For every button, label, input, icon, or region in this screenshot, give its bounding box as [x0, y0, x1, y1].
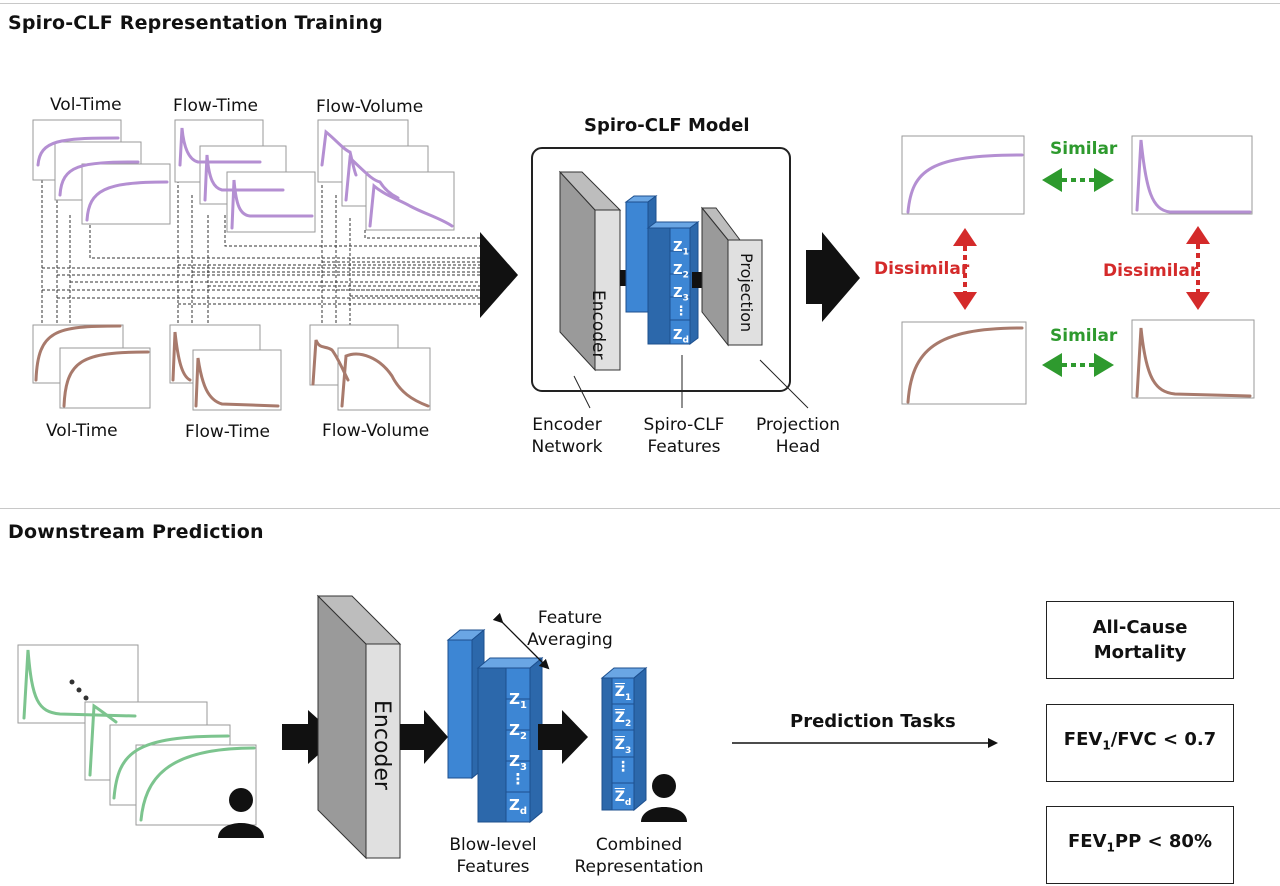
blow-cell-z3: Z3 [509, 752, 527, 773]
brown-curves [34, 324, 430, 408]
downstream-green-curves [22, 649, 256, 822]
top-label-vol-time: Vol-Time [50, 95, 122, 115]
combined-cell-z1: Z1 [614, 684, 632, 703]
blow-level-feature-stack-front [476, 656, 544, 824]
model-encoder-label: Encoder [588, 290, 608, 360]
combined-feature-stack [600, 666, 648, 812]
blow-cell-z2: Z2 [509, 721, 527, 742]
ellipsis-dots [69, 679, 89, 701]
model-encoder-block [558, 170, 622, 372]
encoder-callout-line [573, 375, 591, 409]
similar-label-bottom: Similar [1050, 326, 1118, 346]
downstream-encoder-block [316, 594, 402, 860]
blow-cell-dots: ⋮ [510, 770, 526, 788]
purple-curves [36, 127, 454, 230]
top-label-flow-time: Flow-Time [173, 96, 258, 116]
output-arrow [806, 232, 860, 322]
bottom-label-vol-time: Vol-Time [46, 421, 118, 441]
training-section-title: Spiro-CLF Representation Training [8, 12, 383, 34]
feature-averaging-arrow [492, 612, 550, 670]
downstream-arrow-2 [400, 710, 448, 764]
downstream-arrow-1 [282, 710, 338, 764]
user-icon [218, 788, 264, 838]
combined-cell-z2: Z2 [614, 710, 632, 729]
feature-cell-zd: Zd [673, 328, 689, 346]
user-icon-2 [641, 774, 687, 822]
top-label-flow-volume: Flow-Volume [316, 97, 424, 117]
downstream-encoder-label: Encoder [369, 700, 394, 790]
feature-cell-z2: Z2 [673, 263, 689, 281]
similar-label-top: Similar [1050, 139, 1118, 159]
dissimilar-label-left: Dissimilar [874, 259, 970, 279]
blow-cell-z1: Z1 [509, 690, 527, 711]
task-fev1-fvc: FEV1/FVC < 0.7 [1046, 704, 1234, 782]
model-feature-stack-front [646, 221, 700, 345]
combined-cell-zd: Zd [614, 789, 632, 808]
projection-callout-line [759, 359, 809, 409]
dissimilar-arrows [953, 226, 1210, 310]
input-arrow [480, 232, 518, 318]
output-curves [906, 139, 1252, 404]
section-divider [0, 508, 1280, 509]
model-title: Spiro-CLF Model [584, 115, 750, 136]
downstream-section-title: Downstream Prediction [8, 521, 264, 543]
bottom-curve-thumbnails [32, 324, 431, 411]
downstream-arrow-3 [538, 710, 588, 764]
combined-cell-dots: ⋮ [616, 759, 630, 775]
feature-cell-dots: ⋮ [674, 304, 688, 319]
dashed-connectors [41, 175, 480, 350]
feature-cell-z3: Z3 [673, 286, 689, 304]
dissimilar-label-right: Dissimilar [1103, 261, 1199, 281]
bottom-label-flow-time: Flow-Time [185, 422, 270, 442]
prediction-tasks-label: Prediction Tasks [790, 711, 956, 732]
bottom-label-flow-volume: Flow-Volume [322, 421, 430, 441]
top-divider [0, 3, 1280, 4]
feature-cell-z1: Z1 [673, 240, 689, 258]
output-panels [901, 135, 1255, 405]
model-projection-label: Projection [737, 253, 756, 333]
model-projection-block [700, 206, 763, 347]
combined-cell-z3: Z3 [614, 737, 632, 756]
blow-cell-zd: Zd [508, 796, 528, 817]
task-fev1pp: FEV1PP < 80% [1046, 806, 1234, 884]
similar-arrows [1042, 168, 1114, 377]
